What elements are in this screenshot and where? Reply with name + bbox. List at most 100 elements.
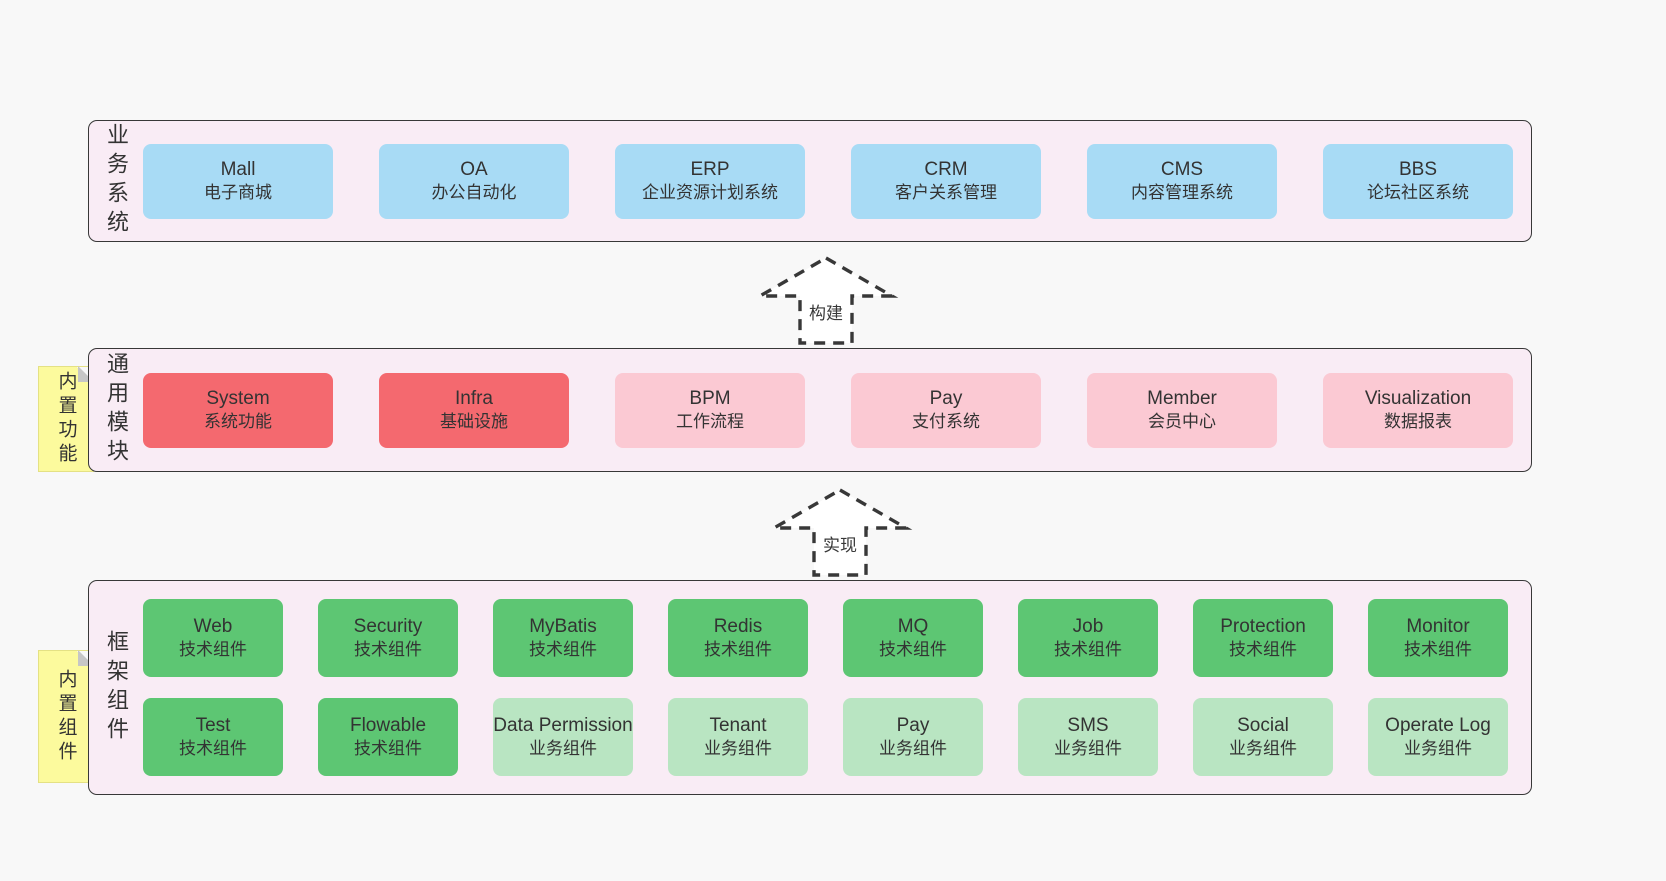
box-bpm: BPM 工作流程 [615, 372, 805, 448]
box-operate-log: Operate Log 业务组件 [1368, 698, 1508, 776]
box-title: Operate Log [1385, 714, 1491, 736]
box-title: CRM [924, 158, 968, 180]
box-subtitle: 电子商城 [204, 183, 272, 203]
box-web: Web 技术组件 [143, 599, 283, 677]
box-title: Protection [1220, 615, 1306, 637]
sticky-note-builtin-features: 内置功能 [38, 366, 94, 472]
box-pay-module: Pay 支付系统 [851, 372, 1041, 448]
box-tenant: Tenant 业务组件 [668, 698, 808, 776]
box-title: BBS [1398, 158, 1438, 180]
sticky-note-text: 内置组件 [55, 668, 77, 765]
box-subtitle: 技术组件 [1229, 640, 1297, 660]
box-title: MyBatis [529, 615, 597, 637]
box-test: Test 技术组件 [143, 698, 283, 776]
box-title: OA [460, 158, 488, 180]
box-subtitle: 技术组件 [354, 739, 422, 759]
box-title: Infra [454, 387, 494, 409]
arrow-build: 构建 [751, 254, 901, 346]
box-title: Monitor [1406, 615, 1470, 637]
box-subtitle: 业务组件 [879, 739, 947, 759]
box-redis: Redis 技术组件 [668, 599, 808, 677]
box-title: CMS [1160, 158, 1204, 180]
box-title: Job [1072, 615, 1104, 637]
sticky-note-text: 内置功能 [55, 371, 77, 467]
box-crm: CRM 客户关系管理 [851, 143, 1041, 219]
box-data-permission: Data Permission 业务组件 [493, 698, 633, 776]
box-title: Tenant [709, 714, 767, 736]
arrow-implement: 实现 [765, 486, 915, 578]
box-security: Security 技术组件 [318, 599, 458, 677]
box-subtitle: 企业资源计划系统 [642, 183, 778, 203]
component-row-1: Web 技术组件 Security 技术组件 MyBatis 技术组件 Redi… [143, 599, 1508, 677]
box-subtitle: 办公自动化 [431, 183, 517, 203]
box-protection: Protection 技术组件 [1193, 599, 1333, 677]
box-subtitle: 技术组件 [1054, 640, 1122, 660]
box-subtitle: 技术组件 [179, 640, 247, 660]
box-erp: ERP 企业资源计划系统 [615, 143, 805, 219]
box-subtitle: 技术组件 [879, 640, 947, 660]
box-subtitle: 支付系统 [912, 412, 980, 432]
box-pay-component: Pay 业务组件 [843, 698, 983, 776]
box-subtitle: 技术组件 [704, 640, 772, 660]
box-mq: MQ 技术组件 [843, 599, 983, 677]
box-flowable: Flowable 技术组件 [318, 698, 458, 776]
box-oa: OA 办公自动化 [379, 143, 569, 219]
box-system: System 系统功能 [143, 372, 333, 448]
box-subtitle: 业务组件 [1404, 739, 1472, 759]
band-label: 框架组件 [104, 629, 129, 746]
box-subtitle: 系统功能 [204, 412, 272, 432]
box-subtitle: 基础设施 [440, 412, 508, 432]
component-row-2: Test 技术组件 Flowable 技术组件 Data Permission … [143, 698, 1508, 776]
box-mybatis: MyBatis 技术组件 [493, 599, 633, 677]
box-title: Social [1237, 714, 1289, 736]
box-title: Pay [929, 387, 963, 409]
box-subtitle: 业务组件 [1229, 739, 1297, 759]
box-social: Social 业务组件 [1193, 698, 1333, 776]
box-subtitle: 技术组件 [179, 739, 247, 759]
box-sms: SMS 业务组件 [1018, 698, 1158, 776]
sticky-note-builtin-components: 内置组件 [38, 650, 94, 783]
box-title: Member [1147, 387, 1217, 409]
band-common-modules: 通用模块 System 系统功能 Infra 基础设施 BPM 工作流程 Pay… [88, 348, 1532, 472]
band-label: 通用模块 [104, 352, 129, 468]
box-subtitle: 内容管理系统 [1131, 183, 1233, 203]
box-cms: CMS 内容管理系统 [1087, 143, 1277, 219]
box-mall: Mall 电子商城 [143, 143, 333, 219]
band-business-systems: 业务系统 Mall 电子商城 OA 办公自动化 ERP 企业资源计划系统 CRM… [88, 120, 1532, 242]
box-title: ERP [690, 158, 730, 180]
band-content: Web 技术组件 Security 技术组件 MyBatis 技术组件 Redi… [143, 599, 1531, 776]
box-infra: Infra 基础设施 [379, 372, 569, 448]
arrow-label: 实现 [821, 531, 859, 556]
box-subtitle: 数据报表 [1384, 412, 1452, 432]
box-subtitle: 技术组件 [1404, 640, 1472, 660]
box-monitor: Monitor 技术组件 [1368, 599, 1508, 677]
box-subtitle: 业务组件 [1054, 739, 1122, 759]
box-title: Security [353, 615, 423, 637]
box-job: Job 技术组件 [1018, 599, 1158, 677]
band-framework-components: 框架组件 Web 技术组件 Security 技术组件 MyBatis 技术组件… [88, 580, 1532, 795]
box-subtitle: 客户关系管理 [895, 183, 997, 203]
arrow-label: 构建 [807, 299, 845, 324]
band-content: Mall 电子商城 OA 办公自动化 ERP 企业资源计划系统 CRM 客户关系… [143, 143, 1531, 219]
box-title: Redis [713, 615, 763, 637]
box-title: Visualization [1364, 387, 1472, 409]
box-title: Data Permission [493, 714, 633, 736]
band-content: System 系统功能 Infra 基础设施 BPM 工作流程 Pay 支付系统… [143, 372, 1531, 448]
box-subtitle: 技术组件 [529, 640, 597, 660]
box-subtitle: 会员中心 [1148, 412, 1216, 432]
box-subtitle: 业务组件 [529, 739, 597, 759]
box-subtitle: 论坛社区系统 [1367, 183, 1469, 203]
box-visualization: Visualization 数据报表 [1323, 372, 1513, 448]
box-title: Mall [220, 158, 256, 180]
box-title: BPM [689, 387, 731, 409]
box-title: Test [195, 714, 231, 736]
box-subtitle: 业务组件 [704, 739, 772, 759]
box-subtitle: 工作流程 [676, 412, 744, 432]
box-title: MQ [897, 615, 929, 637]
box-title: System [206, 387, 270, 409]
box-title: SMS [1067, 714, 1109, 736]
box-title: Pay [896, 714, 930, 736]
box-bbs: BBS 论坛社区系统 [1323, 143, 1513, 219]
box-member: Member 会员中心 [1087, 372, 1277, 448]
